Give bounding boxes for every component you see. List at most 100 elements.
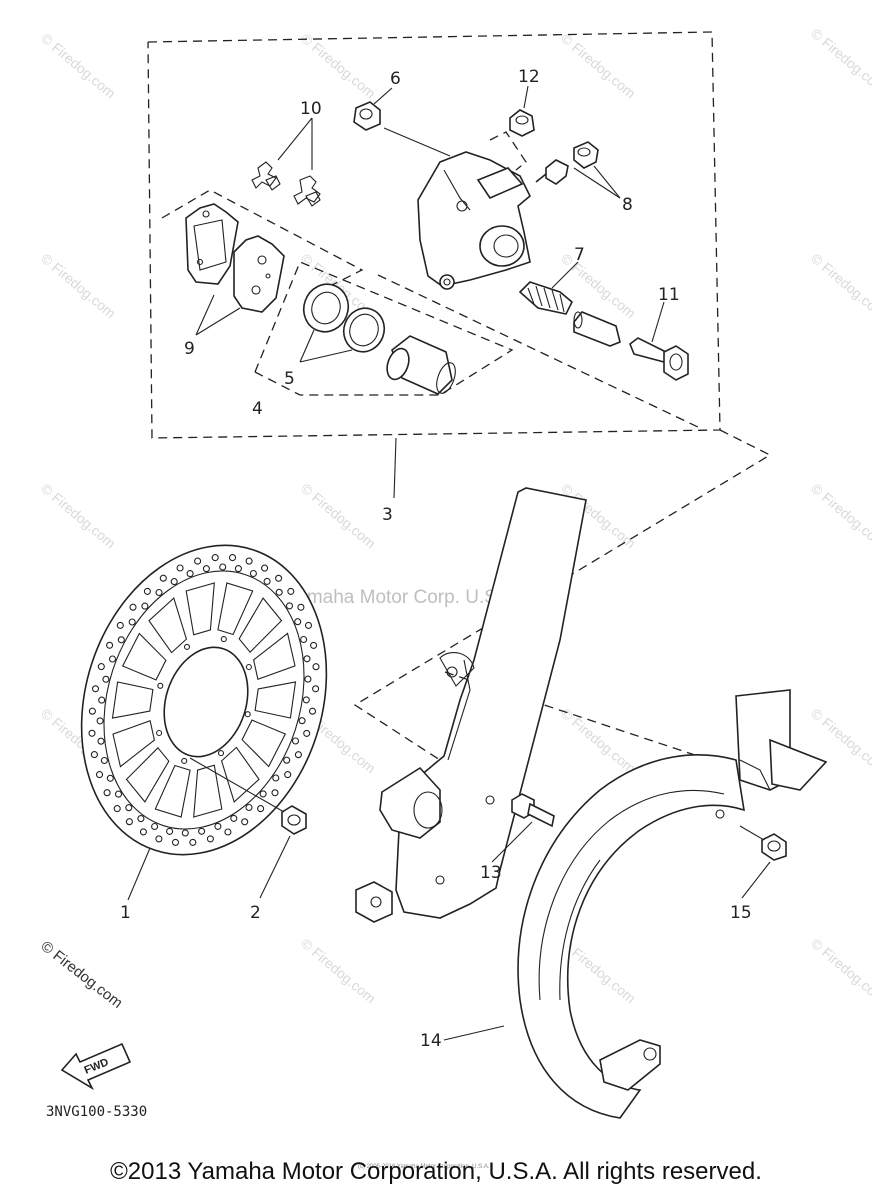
disc-hole	[108, 655, 117, 663]
disc-hole	[189, 838, 197, 846]
disc-hole	[176, 564, 184, 572]
callout-1: 1	[120, 903, 131, 923]
disc-hole	[128, 618, 136, 626]
disc-hole	[151, 822, 159, 831]
disc-hole	[245, 803, 253, 812]
leader-line	[741, 861, 771, 899]
callout-labels: 1 2 3 4 5 6 7 8 9 10 11 12 13 14 15	[120, 67, 752, 1051]
disc-hole	[291, 737, 300, 745]
disc-hole	[285, 602, 294, 610]
disc-hole	[272, 774, 280, 782]
disc-bolt-hole	[183, 643, 191, 650]
disc-hole	[125, 818, 133, 826]
bleed-cap-icon	[509, 109, 535, 137]
leader-line	[383, 127, 451, 157]
bushing-icon	[353, 101, 381, 131]
disc-spoke-window	[252, 632, 296, 681]
disc-hole	[88, 729, 96, 737]
disc-spoke-window	[125, 746, 170, 803]
disc-hole	[106, 641, 114, 649]
disc-hole	[202, 565, 210, 573]
leader-line	[573, 167, 621, 199]
pad-group-outline	[161, 189, 364, 297]
leader-line	[523, 85, 529, 109]
callout-8: 8	[622, 195, 633, 215]
disc-spoke-window	[220, 746, 260, 803]
disc-hole	[302, 696, 310, 704]
disc-hole	[283, 756, 291, 764]
disc-hole	[117, 636, 125, 644]
disc-hole	[100, 756, 108, 765]
disc-bolt-hole	[157, 682, 164, 689]
leader-line	[393, 437, 397, 499]
watermark: © Firedog.com	[38, 250, 119, 321]
part-code: 3NVG100-5330	[46, 1104, 147, 1120]
disc-hole	[263, 577, 271, 585]
leader-line	[189, 757, 285, 813]
disc-hole	[95, 771, 104, 779]
disc-hole	[287, 587, 295, 595]
disc-bolt-hole	[220, 636, 227, 643]
disc-hole	[97, 663, 105, 671]
disc-bolt-icon	[281, 805, 307, 835]
callout-7: 7	[574, 245, 585, 265]
disc-hole	[275, 574, 283, 582]
disc-hole	[102, 675, 110, 683]
watermark: © Firedog.com	[298, 480, 379, 551]
disc-hole	[97, 737, 105, 745]
seal-kit-outline	[254, 261, 514, 396]
center-watermark: Yamaha Motor Corp. U.S.A.	[285, 587, 520, 608]
disc-hole	[224, 828, 232, 836]
pad-spring-icon	[251, 161, 281, 191]
callout-2: 2	[250, 903, 261, 923]
disc-hole	[125, 804, 133, 812]
callout-11: 11	[658, 285, 680, 305]
leader-line	[593, 165, 621, 199]
bolt-icon	[511, 793, 555, 828]
disc-hole	[211, 554, 219, 562]
watermark: © Firedog.com	[558, 30, 639, 101]
disc-hole	[181, 829, 189, 837]
disc-hole	[106, 774, 114, 782]
disc-bolt-hole	[245, 663, 252, 671]
callout-12: 12	[518, 67, 540, 87]
disc-hole	[304, 675, 312, 683]
fork-leg-icon	[355, 487, 587, 923]
disc-hole	[261, 564, 269, 572]
disc-hole	[230, 814, 238, 822]
piston-icon	[386, 335, 456, 395]
bolt-icon	[761, 833, 787, 861]
callout-10: 10	[300, 99, 322, 119]
leader-line	[277, 117, 313, 161]
disc-hole	[137, 815, 145, 823]
brake-pad-icon	[185, 203, 239, 285]
disc-hole	[129, 603, 137, 611]
disc-bolt-hole	[156, 729, 163, 737]
disc-hole	[113, 805, 121, 813]
disc-spoke-window	[185, 582, 215, 636]
watermark: © Firedog.com	[298, 935, 379, 1006]
watermark: © Firedog.com	[558, 705, 639, 776]
disc-hole	[234, 565, 242, 573]
disc-hole	[141, 602, 149, 610]
disc-hole	[257, 805, 265, 813]
brake-disc-icon	[80, 544, 328, 856]
disc-spoke-window	[112, 719, 156, 768]
disc-hole	[159, 574, 167, 582]
disc-hole	[214, 822, 222, 830]
disc-spoke-window	[154, 764, 191, 818]
disc-hole	[271, 789, 279, 797]
leader-line	[373, 87, 393, 105]
brake-pad-icon	[233, 235, 285, 313]
watermark: © Firedog.com	[298, 30, 379, 101]
callout-9: 9	[184, 339, 195, 359]
disc-spoke-window	[111, 681, 154, 719]
watermark: © Firedog.com	[808, 935, 872, 1006]
callout-13: 13	[480, 863, 502, 883]
leader-line	[195, 294, 215, 336]
disc-spoke-window	[148, 597, 188, 654]
disc-spoke-window	[121, 632, 167, 681]
disc-hole	[116, 621, 124, 629]
callout-5: 5	[284, 369, 295, 389]
